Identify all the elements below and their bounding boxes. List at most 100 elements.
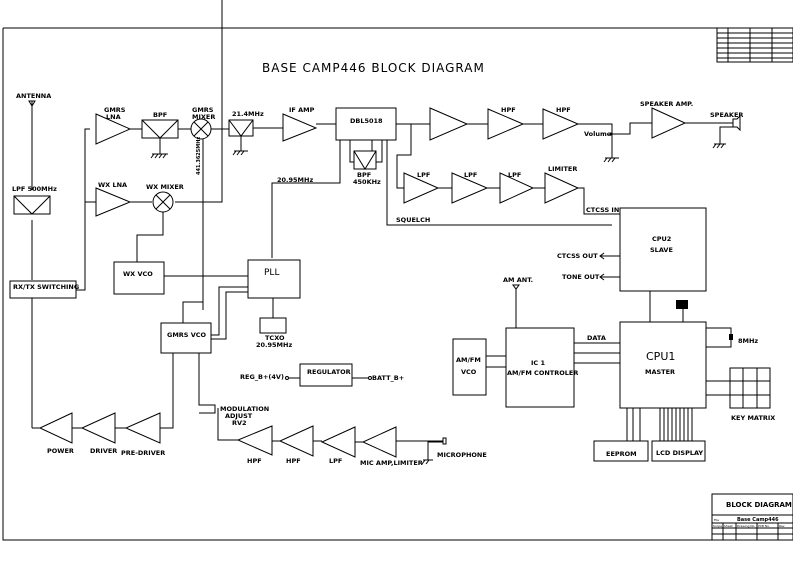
svg-text:AM/FM: AM/FM xyxy=(456,356,481,364)
lpf-2-label: LPF xyxy=(464,171,477,179)
lpf500-filter xyxy=(13,195,51,215)
gmrs-lna-label: GMRS xyxy=(104,106,126,114)
svg-text:LCD DISPLAY: LCD DISPLAY xyxy=(656,449,703,457)
ctcss-in-label: CTCSS IN xyxy=(586,206,619,214)
bpf-label: BPF xyxy=(153,111,167,119)
filter-214-label: 21.4MHz xyxy=(232,110,264,118)
key-matrix xyxy=(729,367,771,409)
key-matrix-label: KEY MATRIX xyxy=(731,414,775,422)
squelch-label: SQUELCH xyxy=(396,216,430,224)
power-label: POWER xyxy=(47,447,74,455)
svg-text:WX VCO: WX VCO xyxy=(123,270,153,278)
gmrs-mixer xyxy=(190,118,212,140)
regulator-block: REGULATOR xyxy=(299,363,353,387)
wx-vco-block: WX VCO xyxy=(113,261,165,295)
drawing-border xyxy=(2,28,793,541)
dbl5018-block: DBL5018 xyxy=(335,107,397,141)
volume-control xyxy=(609,132,613,136)
tone-out-label: TONE OUT xyxy=(562,273,600,281)
title-block-file-value: Base Camp446 xyxy=(737,517,779,523)
svg-text:Sheet: Sheet xyxy=(724,524,733,528)
hpf-1-label: HPF xyxy=(501,106,516,114)
svg-text:PLL: PLL xyxy=(264,268,279,278)
svg-text:EEPROM: EEPROM xyxy=(606,450,637,458)
lpf-2-block xyxy=(451,172,489,204)
pll-block: PLL xyxy=(247,259,301,299)
svg-text:CPU2: CPU2 xyxy=(652,235,671,243)
rx-tx-switching-block: RX/TX SWITCHING xyxy=(9,280,79,299)
speaker-amplifier xyxy=(651,107,687,139)
limiter-label: LIMITER xyxy=(548,165,577,173)
antenna-icon xyxy=(28,100,36,190)
svg-text:CPU1: CPU1 xyxy=(646,350,675,363)
hpf-1-block xyxy=(487,108,525,140)
gmrs-lna-amplifier xyxy=(95,113,132,145)
svg-text:AM/FM CONTROLER: AM/FM CONTROLER xyxy=(507,369,578,377)
diagram-title: BASE CAMP446 BLOCK DIAGRAM xyxy=(262,61,485,75)
crystal-icon xyxy=(729,334,733,340)
gmrs-mixer-label: GMRS xyxy=(192,106,214,114)
gmrs-lna-label-2: LNA xyxy=(106,113,121,121)
wx-mixer-label: WX MIXER xyxy=(146,183,184,191)
hpf-2-label: HPF xyxy=(556,106,571,114)
am-antenna-icon xyxy=(512,284,520,328)
batt-label: BATT_B+ xyxy=(372,374,404,382)
tcxo-freq-label: 20.95MHz xyxy=(256,341,292,349)
svg-text:IC 1: IC 1 xyxy=(531,359,545,367)
svg-text:GMRS VCO: GMRS VCO xyxy=(167,331,207,339)
ref-freq-label: 20.95MHz xyxy=(277,176,313,184)
modulation-adjust-label: ADJUST xyxy=(225,412,253,420)
mic-amp-label: MIC AMP,LIMITER xyxy=(360,459,423,467)
crystal-freq-label: 8MHz xyxy=(738,337,758,345)
svg-text:Drawing No.: Drawing No. xyxy=(737,524,755,528)
speaker-label: SPEAKER xyxy=(710,111,743,119)
svg-text:DBL5018: DBL5018 xyxy=(350,117,383,125)
svg-text:SLAVE: SLAVE xyxy=(650,246,673,254)
ctcss-out-arrow xyxy=(599,252,620,260)
lpf-1-block xyxy=(403,172,440,204)
limiter-block xyxy=(544,172,580,204)
rv2-label: RV2 xyxy=(232,419,247,427)
audio-amp-1 xyxy=(429,107,469,141)
wx-lna-label: WX LNA xyxy=(98,181,127,189)
reset-ic-icon xyxy=(676,300,688,309)
ic1-am-fm-controller-block: IC 1 AM/FM CONTROLER xyxy=(505,327,578,408)
volume-label: Volume xyxy=(584,130,612,138)
gmrs-vco-block: GMRS VCO xyxy=(160,322,212,354)
am-fm-vco-block: AM/FM VCO xyxy=(452,338,487,396)
tcxo-label: TCXO xyxy=(265,334,285,342)
lpf-3-label: LPF xyxy=(508,171,521,179)
tone-out-arrow xyxy=(599,273,620,281)
wx-mixer xyxy=(152,191,174,213)
title-block: BLOCK DIAGRAM File Base Camp446 Scope Sh… xyxy=(711,493,793,541)
cpu1-master-block: CPU1 MASTER xyxy=(619,321,707,409)
svg-text:MASTER: MASTER xyxy=(645,368,675,376)
ctcss-out-label: CTCSS OUT xyxy=(557,252,598,260)
bpf-450-label-2: 450KHz xyxy=(353,178,381,186)
lpf500-label: LPF 500MHz xyxy=(12,185,57,193)
power-amplifier xyxy=(38,412,73,444)
tcxo-block xyxy=(259,317,287,334)
microphone-icon xyxy=(442,437,447,445)
cpu2-slave-block: CPU2 SLAVE xyxy=(619,207,707,292)
eeprom-block: EEPROM xyxy=(593,440,649,462)
bpf-filter xyxy=(141,119,179,159)
svg-text:PCB No.: PCB No. xyxy=(758,524,770,528)
bpf-450khz-filter xyxy=(353,150,377,170)
microphone-label: MICROPHONE xyxy=(437,451,487,459)
lcd-bus-lines xyxy=(659,408,693,441)
hpf-2-block xyxy=(542,108,580,140)
antenna-label: ANTENNA xyxy=(16,92,51,100)
data-bus-label: DATA xyxy=(587,334,606,342)
am-antenna-label: AM ANT. xyxy=(503,276,533,284)
pre-driver-label: PRE-DRIVER xyxy=(121,449,165,457)
reg-in-label: REG_B+(4V) xyxy=(240,373,284,381)
svg-text:Scope: Scope xyxy=(713,524,722,528)
driver-label: DRIVER xyxy=(90,447,117,455)
lpf-tx-label: LPF xyxy=(329,457,342,465)
mic-amp-limiter xyxy=(361,426,397,458)
speaker-amp-label: SPEAKER AMP. xyxy=(640,100,693,108)
svg-text:REGULATOR: REGULATOR xyxy=(307,368,351,376)
svg-text:RX/TX SWITCHING: RX/TX SWITCHING xyxy=(13,283,79,291)
driver-amplifier xyxy=(80,412,116,444)
